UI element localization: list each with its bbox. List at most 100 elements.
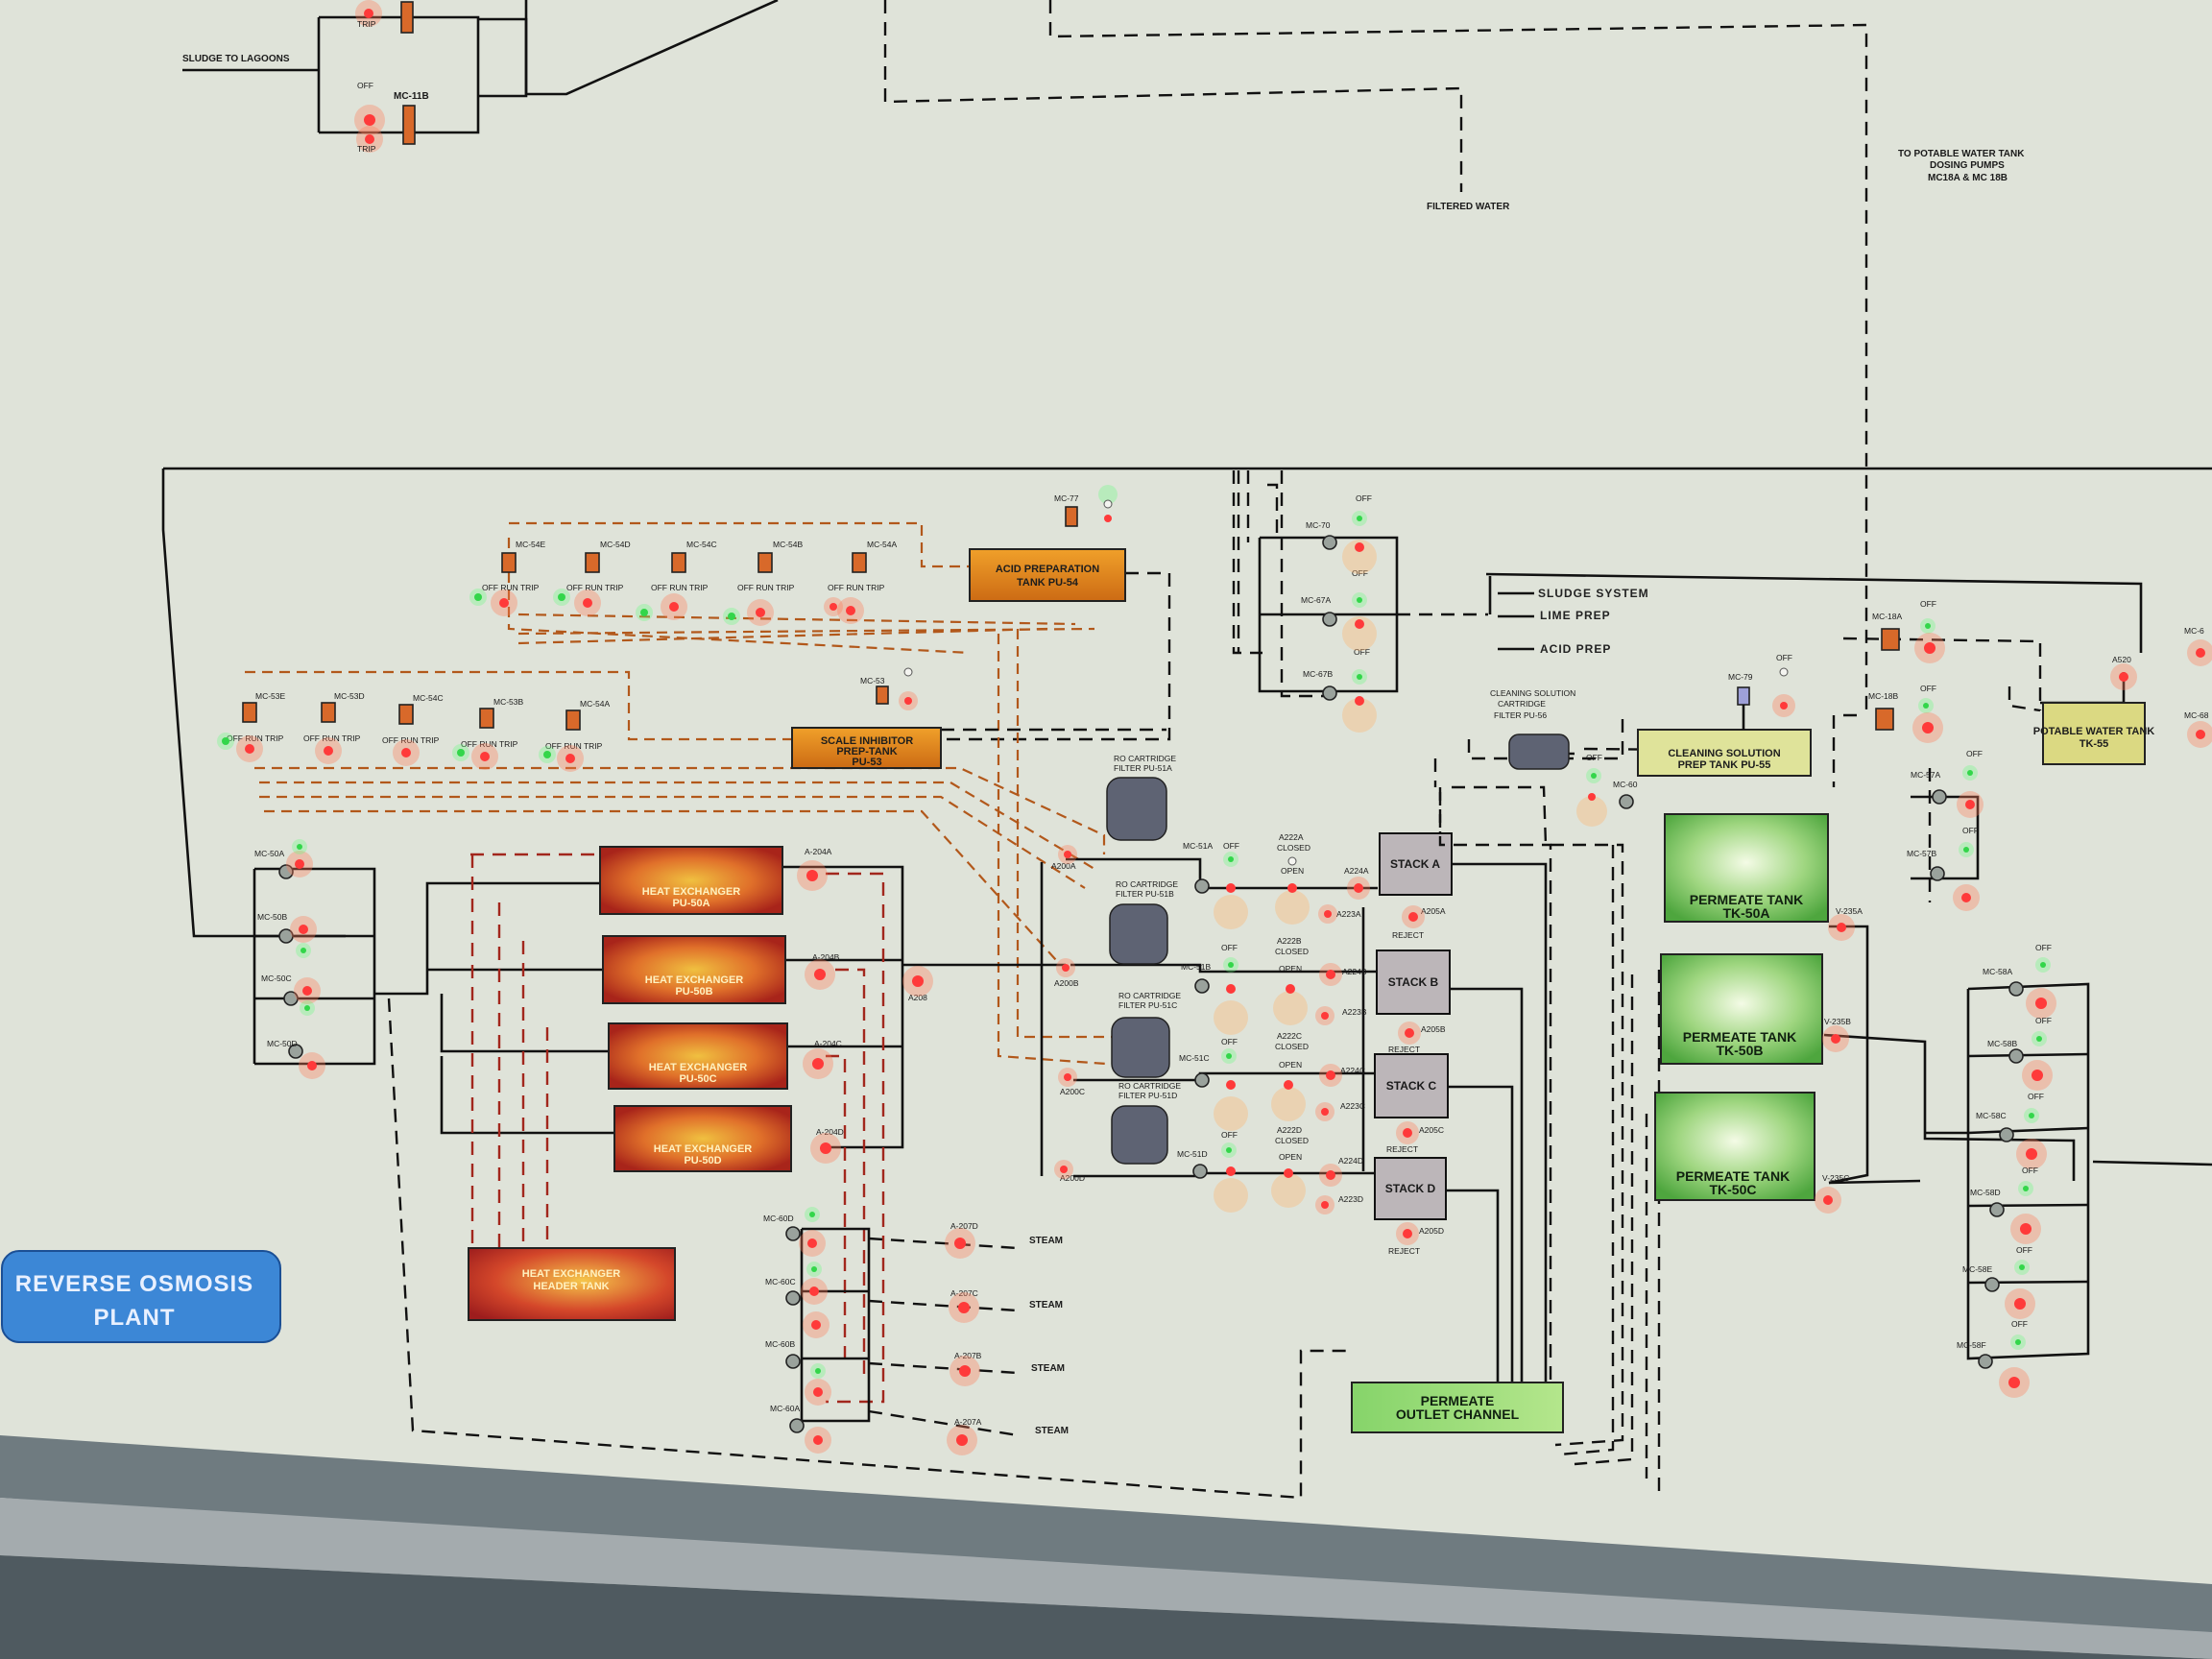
svg-text:MC-58B: MC-58B	[1987, 1039, 2018, 1048]
steam-valve-a207d: A-207D STEAM	[945, 1221, 1063, 1259]
svg-text:MC-58E: MC-58E	[1962, 1264, 1993, 1274]
svg-text:MC-68: MC-68	[2184, 710, 2209, 720]
permeate-tank-tk50b: PERMEATE TANK TK-50B V-235B	[1660, 953, 1851, 1065]
svg-text:RO CARTRIDGE: RO CARTRIDGE	[1118, 991, 1181, 1000]
svg-text:OFF RUN TRIP: OFF RUN TRIP	[461, 739, 518, 749]
svg-text:MC-60C: MC-60C	[765, 1277, 796, 1286]
dist-pump-mc58e: MC-58E OFF	[1962, 1245, 2035, 1319]
svg-text:A224C: A224C	[1340, 1066, 1365, 1075]
svg-text:PREP TANK PU-55: PREP TANK PU-55	[1678, 759, 1771, 771]
svg-text:STEAM: STEAM	[1035, 1426, 1069, 1436]
steam-valve-a207c: A-207C STEAM	[949, 1288, 1063, 1323]
permeate-tank-tk50c: PERMEATE TANK TK-50C V-235C	[1654, 1092, 1849, 1214]
svg-text:MC-58C: MC-58C	[1976, 1111, 2007, 1120]
mc11b-label: MC-11B	[394, 91, 429, 102]
svg-text:PERMEATE: PERMEATE	[1421, 1393, 1495, 1408]
svg-text:MC-53E: MC-53E	[255, 691, 286, 701]
permeate-tank-tk50a: PERMEATE TANK TK-50A V-235A	[1664, 813, 1863, 941]
svg-text:STEAM: STEAM	[1029, 1300, 1063, 1310]
svg-text:OFF RUN TRIP: OFF RUN TRIP	[566, 583, 624, 592]
sludge-to-lagoons-label: SLUDGE TO LAGOONS	[182, 54, 290, 64]
svg-text:OFF: OFF	[2028, 1092, 2044, 1101]
trip-label: TRIP	[357, 19, 376, 29]
svg-text:A-204B: A-204B	[812, 952, 840, 962]
svg-text:MC-53B: MC-53B	[493, 697, 524, 707]
svg-text:OFF: OFF	[1221, 1130, 1238, 1140]
svg-text:OFF RUN TRIP: OFF RUN TRIP	[303, 733, 361, 743]
svg-text:MC-60A: MC-60A	[770, 1404, 801, 1413]
svg-text:OFF: OFF	[1586, 753, 1602, 762]
trip-label-2: TRIP	[357, 144, 376, 154]
panel-bottom-shelf	[0, 1498, 2212, 1659]
svg-text:A-207D: A-207D	[950, 1221, 978, 1231]
svg-text:RO CARTRIDGE: RO CARTRIDGE	[1116, 879, 1178, 889]
svg-text:A223A: A223A	[1336, 909, 1361, 919]
svg-text:MC-51D: MC-51D	[1177, 1149, 1208, 1159]
ro-filter-pu51c: RO CARTRIDGE FILTER PU-51C	[1111, 991, 1181, 1078]
svg-text:MC-51A: MC-51A	[1183, 841, 1214, 851]
acid-tank-title: ACID PREPARATION	[996, 564, 1099, 575]
svg-text:PERMEATE TANK: PERMEATE TANK	[1676, 1168, 1790, 1184]
cleaning-prep-tank	[1637, 729, 1812, 777]
svg-text:OFF: OFF	[1354, 647, 1370, 657]
svg-text:HEAT EXCHANGER: HEAT EXCHANGER	[642, 886, 741, 898]
dist-pump-mc58a: MC-58A OFF	[1983, 943, 2056, 1019]
svg-text:A-207C: A-207C	[950, 1288, 978, 1298]
svg-text:A224D: A224D	[1338, 1156, 1363, 1166]
svg-text:MC-54C: MC-54C	[413, 693, 444, 703]
svg-text:OFF: OFF	[1966, 749, 1983, 758]
svg-text:HEAT EXCHANGER: HEAT EXCHANGER	[645, 974, 744, 986]
svg-text:RO CARTRIDGE: RO CARTRIDGE	[1118, 1081, 1181, 1091]
svg-text:A-204C: A-204C	[814, 1039, 842, 1048]
svg-text:CLOSED: CLOSED	[1275, 947, 1309, 956]
svg-text:RO CARTRIDGE: RO CARTRIDGE	[1114, 754, 1176, 763]
svg-text:OFF RUN TRIP: OFF RUN TRIP	[482, 583, 540, 592]
svg-text:A222A: A222A	[1279, 832, 1304, 842]
acid-motor-54c: MC-54C OFF RUN TRIP	[636, 540, 717, 621]
ro-section: RO CARTRIDGE FILTER PU-51A RO CARTRIDGE …	[1040, 754, 1548, 1421]
heat-exchanger-pu50c: HEAT EXCHANGER PU-50C A-204C	[608, 1022, 842, 1090]
svg-text:A520: A520	[2112, 655, 2131, 664]
scale-motor-53d: MC-53D OFF RUN TRIP	[303, 691, 365, 764]
svg-text:OFF: OFF	[1920, 599, 1936, 609]
svg-text:A224A: A224A	[1344, 866, 1369, 876]
ro-filter-pu51d: RO CARTRIDGE FILTER PU-51D	[1111, 1081, 1181, 1165]
svg-text:A223C: A223C	[1340, 1101, 1365, 1111]
a208-label: A208	[908, 993, 927, 1002]
svg-text:OPEN: OPEN	[1279, 1060, 1302, 1070]
svg-text:A200B: A200B	[1054, 978, 1079, 988]
svg-text:MC-50B: MC-50B	[257, 912, 288, 922]
svg-text:FILTER PU-51C: FILTER PU-51C	[1118, 1000, 1177, 1010]
plant-badge: REVERSE OSMOSIS PLANT	[1, 1250, 281, 1343]
scale-tank-tag: PREP-TANK	[836, 746, 897, 757]
valve-a222c: A222C CLOSED OPEN	[1271, 1031, 1309, 1121]
svg-text:V-235B: V-235B	[1824, 1017, 1851, 1026]
dist-pump-mc58c: MC-58C OFF	[1976, 1092, 2047, 1169]
svg-text:A223B: A223B	[1342, 1007, 1367, 1017]
heat-exchanger-pu50a: HEAT EXCHANGER PU-50A A-204A	[599, 846, 832, 915]
svg-text:STEAM: STEAM	[1031, 1363, 1065, 1374]
potable-note-line2: DOSING PUMPS	[1930, 160, 2005, 171]
svg-text:TK-50A: TK-50A	[1722, 905, 1769, 921]
ro-filter-pu51a: RO CARTRIDGE FILTER PU-51A	[1106, 754, 1176, 841]
scale-tank-id: PU-53	[852, 757, 881, 768]
svg-text:PU-50B: PU-50B	[675, 986, 712, 998]
svg-text:A200D: A200D	[1060, 1173, 1085, 1183]
dist-pump-mc58b: MC-58B OFF	[1987, 1016, 2053, 1091]
scale-motor-53e: MC-53E OFF RUN TRIP	[217, 691, 286, 762]
svg-text:MC-79: MC-79	[1728, 672, 1753, 682]
svg-text:MC-60D: MC-60D	[763, 1214, 794, 1223]
svg-text:A200A: A200A	[1051, 861, 1076, 871]
svg-text:A205B: A205B	[1421, 1024, 1446, 1034]
svg-text:OFF RUN TRIP: OFF RUN TRIP	[828, 583, 885, 592]
acid-motor-54d: MC-54D OFF RUN TRIP	[553, 540, 631, 616]
svg-text:MC-54B: MC-54B	[773, 540, 804, 549]
svg-text:REJECT: REJECT	[1388, 1045, 1420, 1054]
svg-text:CLOSED: CLOSED	[1275, 1136, 1309, 1145]
svg-text:FILTER PU-51D: FILTER PU-51D	[1118, 1091, 1177, 1100]
svg-text:MC-18B: MC-18B	[1868, 691, 1899, 701]
potable-note-line3: MC18A & MC 18B	[1928, 173, 2008, 183]
svg-text:TK-50B: TK-50B	[1716, 1043, 1763, 1058]
svg-text:CLOSED: CLOSED	[1275, 1042, 1309, 1051]
lime-prep-label: LIME PREP	[1540, 609, 1611, 622]
